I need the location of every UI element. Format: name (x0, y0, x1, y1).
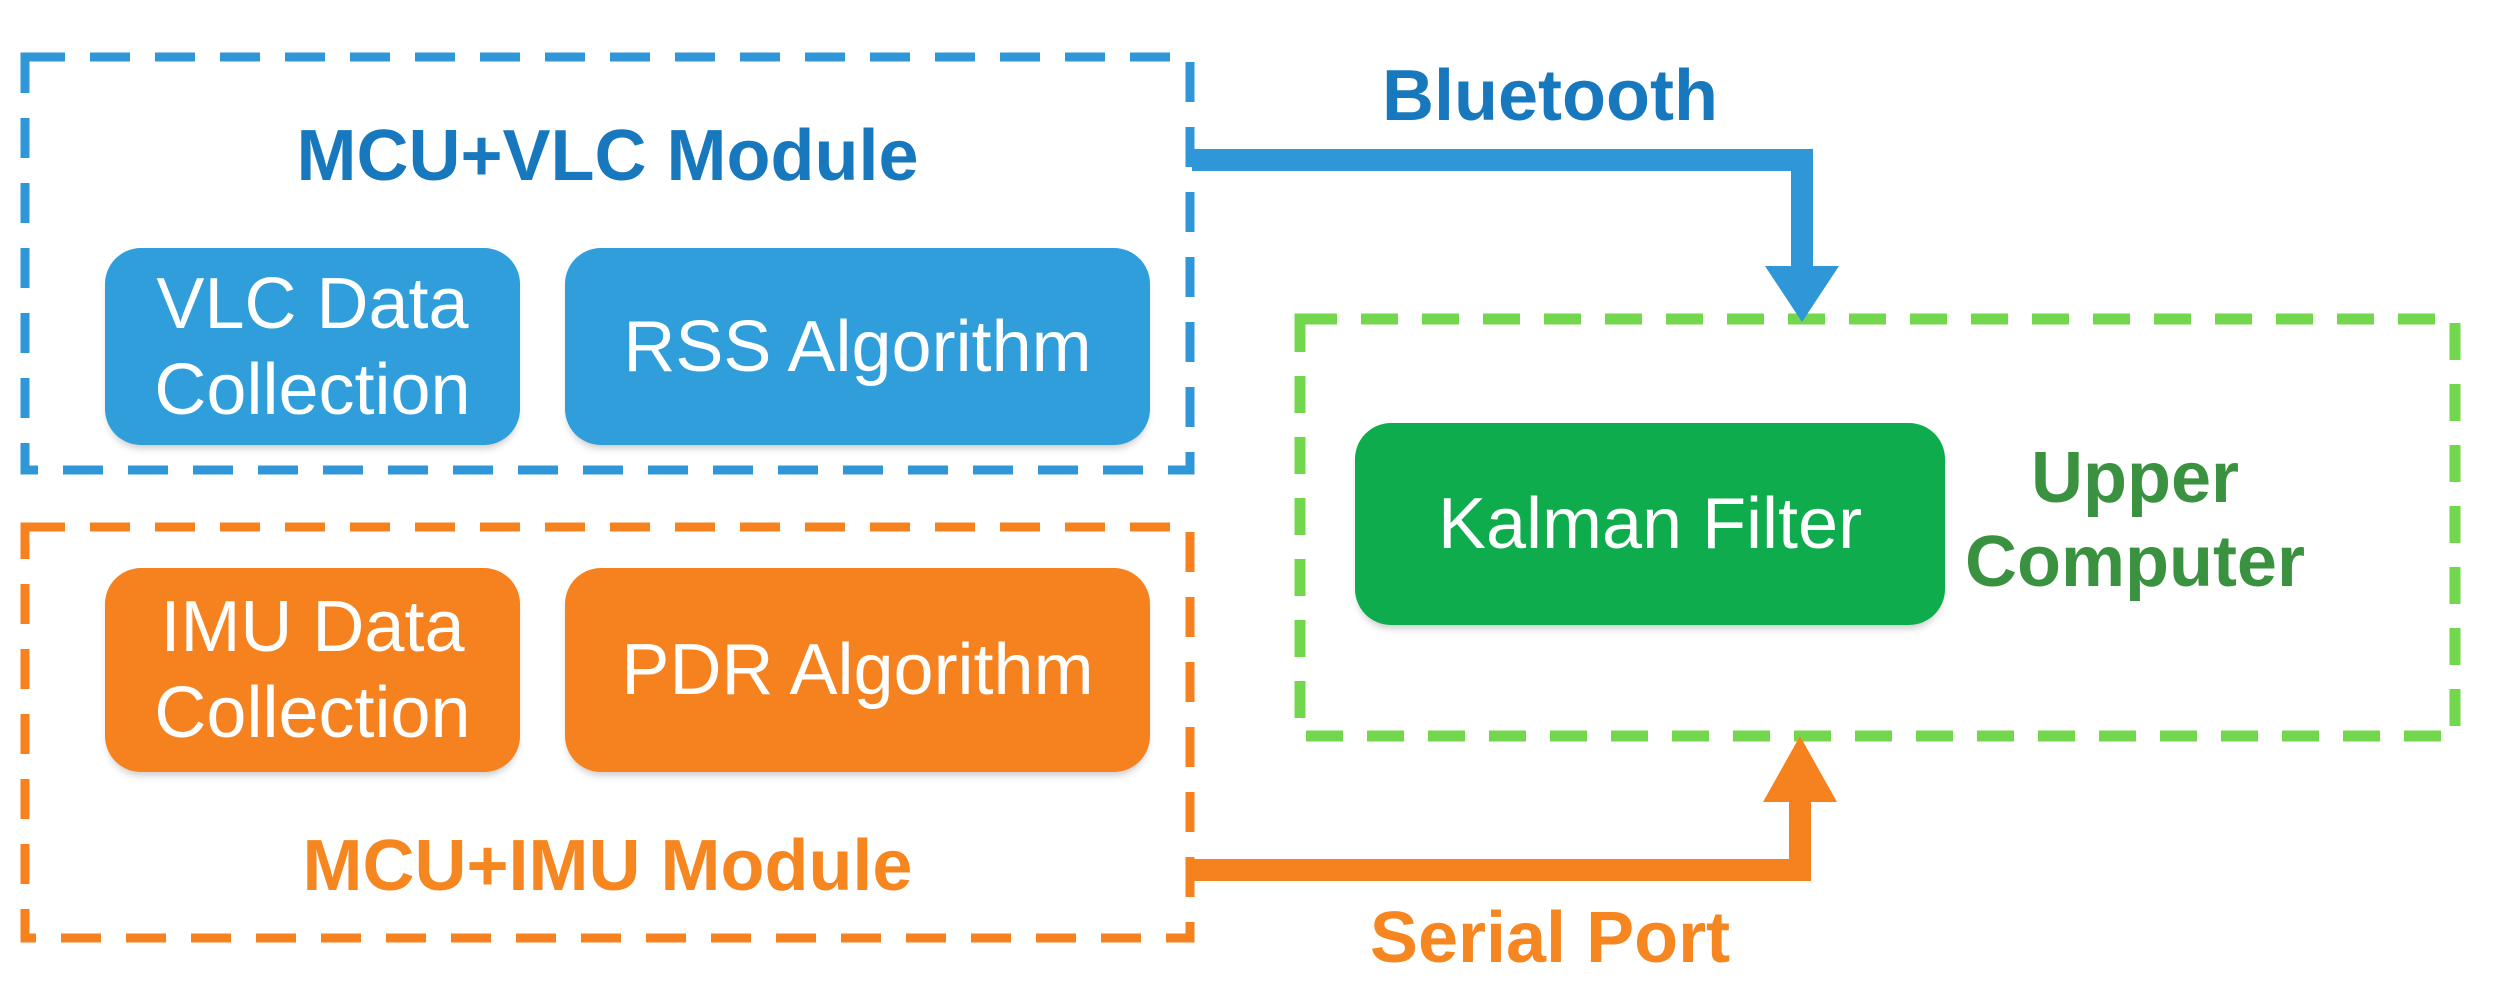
imu-module-dashed-border (20, 522, 1195, 943)
serial-port-arrow-line (1192, 800, 1811, 881)
bluetooth-arrow-line (1192, 149, 1813, 268)
serial-port-arrowhead-icon (1763, 736, 1837, 802)
vlc-module-dashed-border (20, 52, 1195, 475)
vlc-module-title: MCU+VLC Module (296, 116, 919, 196)
kalman-filter-box: Kalman Filter (1355, 423, 1945, 625)
rss-algorithm-box: RSS Algorithm (565, 248, 1150, 445)
pdr-algorithm-box: PDR Algorithm (565, 568, 1150, 772)
vlc-data-collection-box: VLC Data Collection (105, 248, 520, 445)
imu-module-title: MCU+IMU Module (302, 826, 913, 906)
upper-computer-dashed-border (1294, 313, 2461, 742)
bluetooth-connection-label: Bluetooth (1382, 56, 1718, 136)
bluetooth-arrowhead-icon (1765, 266, 1839, 322)
upper-computer-title: Upper Computer (1965, 438, 2305, 602)
imu-data-collection-box: IMU Data Collection (105, 568, 520, 772)
serial-port-connection-label: Serial Port (1369, 898, 1731, 978)
